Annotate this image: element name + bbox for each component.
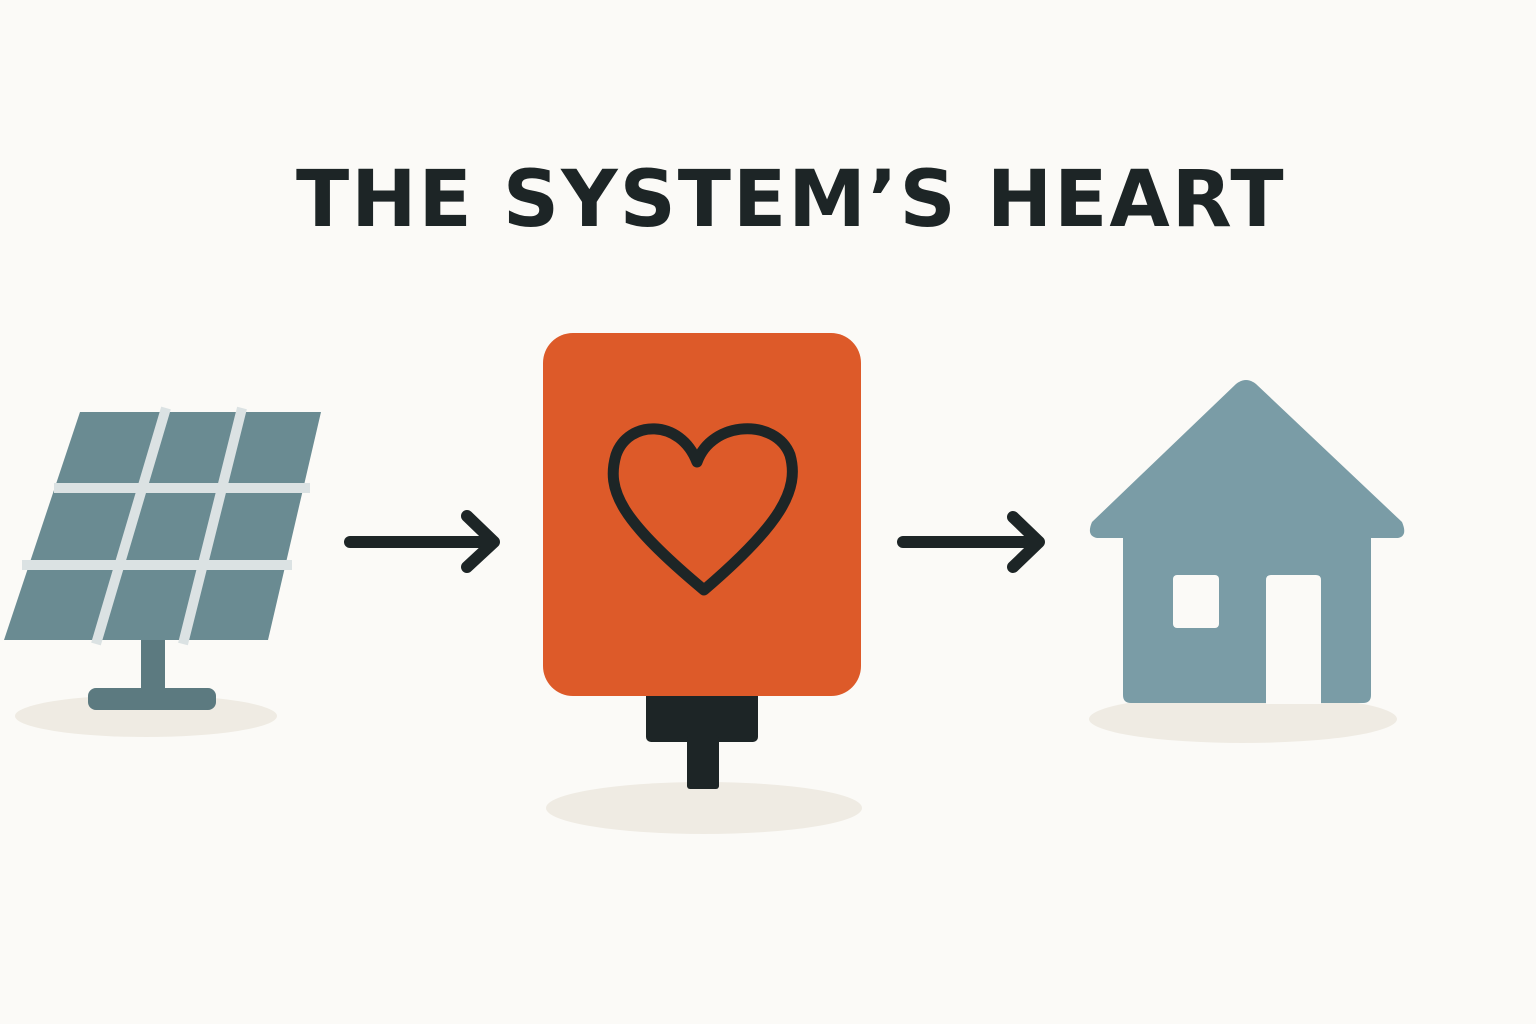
inverter-cable [687,735,719,789]
heart-icon [607,423,798,596]
house-icon [1089,380,1405,704]
house-door [1266,575,1321,704]
solar-panel-foot [88,688,216,710]
inverter-box [543,333,861,696]
diagram-title: THE SYSTEM’S HEART [296,155,1286,245]
flow-arrow-inverter-to-house [897,511,1045,573]
inverter-icon [543,333,861,789]
solar-panel-icon [4,406,321,710]
solar-panel-face [4,412,321,640]
house-shadow [1089,695,1397,743]
inverter-shadow [546,782,862,834]
house-window [1173,575,1219,628]
inverter-connector [646,690,758,742]
house-body [1089,380,1405,703]
solar-panel-gridlines [22,406,310,646]
flow-arrow-solar-to-inverter [344,510,500,573]
